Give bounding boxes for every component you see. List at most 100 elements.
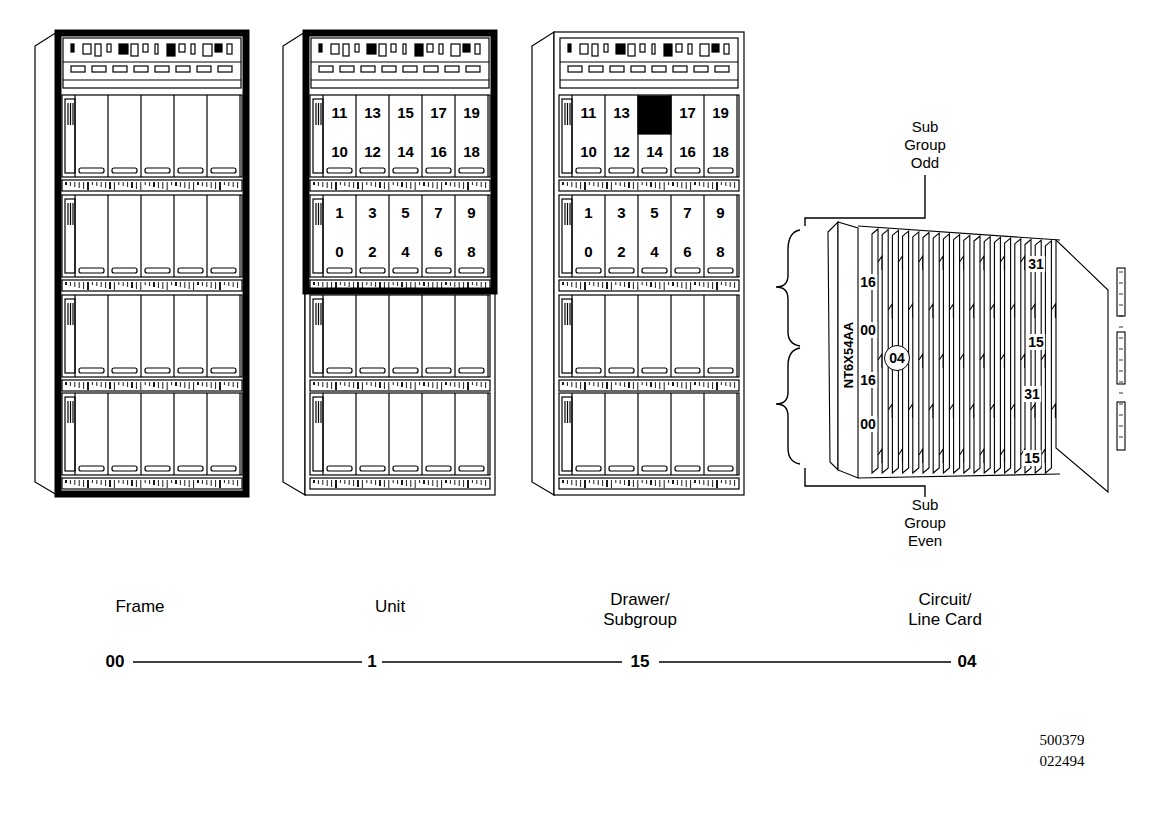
card-divider (703, 393, 704, 475)
cable-ribbon (175, 382, 177, 386)
cable-ribbon (357, 382, 359, 389)
cable-ribbon (65, 382, 67, 385)
panel-detail (673, 66, 687, 72)
connector-pin (1119, 338, 1123, 339)
card-divider (421, 95, 422, 177)
cable-ribbon (672, 480, 674, 484)
panel-detail (361, 66, 375, 72)
cable-ribbon (131, 480, 133, 486)
card-divider (571, 195, 572, 277)
cable-ribbon (149, 480, 150, 484)
card-latch (708, 466, 733, 471)
cable-ribbon (716, 480, 718, 488)
cable-ribbon (193, 480, 194, 488)
card-divider (355, 95, 356, 177)
slot-number-box: 14 (396, 143, 415, 161)
cable-ribbon (233, 282, 234, 287)
shelf (559, 95, 739, 177)
circuit-number-box: 31 (1027, 255, 1045, 273)
card-divider (322, 295, 323, 377)
slot-number: 0 (334, 243, 344, 260)
cable-ribbon (642, 480, 643, 483)
panel-detail (589, 66, 603, 72)
cable-ribbon (633, 182, 634, 189)
cable-ribbon (105, 282, 106, 288)
cable-ribbon (584, 182, 586, 190)
cable-ribbon (215, 282, 216, 289)
cable-ribbon (615, 382, 616, 385)
card-latch (145, 368, 170, 373)
slot-number: 17 (678, 104, 697, 121)
cable-ribbon (388, 382, 389, 390)
card-tab (888, 404, 892, 418)
cable-ribbon (423, 182, 425, 186)
cable-ribbon (228, 480, 229, 484)
panel-detail (616, 44, 625, 54)
slot-number-box: 9 (466, 204, 476, 222)
cable-ribbon (366, 480, 367, 483)
card-divider (74, 295, 75, 377)
cable-ribbon (167, 282, 168, 290)
panel-detail (463, 44, 470, 52)
cable-ribbon (406, 182, 407, 188)
slot-number-box: 18 (462, 143, 481, 161)
cable-ribbon (481, 382, 482, 387)
cable-ribbon (450, 480, 451, 484)
cable-ribbon (118, 382, 119, 385)
card-latch (609, 168, 634, 173)
card-latch (360, 168, 385, 173)
card-tab (980, 256, 984, 270)
card-divider (355, 195, 356, 277)
shelf-strip (567, 401, 568, 423)
cable-ribbon (655, 382, 656, 388)
cable-ribbon (83, 182, 84, 189)
slot-number: 1 (583, 204, 593, 221)
panel-detail (167, 44, 175, 56)
panel-detail (134, 66, 148, 72)
slot-number: 3 (616, 204, 626, 221)
cable-ribbon (637, 182, 638, 190)
slot-number-box: 10 (579, 143, 598, 161)
cable-ribbon (437, 480, 438, 487)
level-caption-box: Unit (348, 597, 433, 617)
panel-detail (131, 44, 138, 56)
cable-ribbon (331, 382, 332, 389)
card-divider (388, 295, 389, 377)
card-divider (173, 295, 174, 377)
front-face (57, 32, 247, 495)
shelf-strip (318, 401, 319, 423)
cable-ribbon (202, 182, 203, 186)
card-latch (576, 368, 601, 373)
cable-ribbon (428, 282, 429, 287)
cable-ribbon (340, 282, 341, 285)
card-divider (604, 393, 605, 475)
shelf-strip (315, 203, 316, 225)
cable-ribbon (127, 182, 128, 187)
card-latch (327, 466, 352, 471)
cable-ribbon (175, 182, 177, 186)
cable-ribbon (681, 282, 682, 288)
level-caption-box: Circuit/ Line Card (903, 590, 988, 631)
card-latch (360, 466, 385, 471)
card-latch (426, 268, 451, 273)
shelf-strip (569, 303, 570, 325)
panel-detail (63, 61, 241, 62)
cable-ribbon (708, 182, 709, 188)
cable-ribbon (158, 480, 159, 486)
cable-ribbon (401, 382, 403, 387)
cable-ribbon (580, 480, 581, 487)
slot-number: 10 (330, 143, 349, 160)
cable-ribbon (598, 382, 599, 387)
slot-number-box: 18 (711, 143, 730, 161)
cable-ribbon (145, 382, 146, 385)
cable-ribbon (415, 182, 416, 190)
cable-ribbon (672, 282, 674, 286)
cable-ribbon (366, 182, 367, 185)
card-latch (327, 368, 352, 373)
top-panel (560, 38, 738, 88)
card-latch (79, 466, 104, 471)
cable-ribbon (664, 182, 665, 190)
cable-ribbon (611, 182, 612, 190)
panel-detail (367, 44, 376, 54)
